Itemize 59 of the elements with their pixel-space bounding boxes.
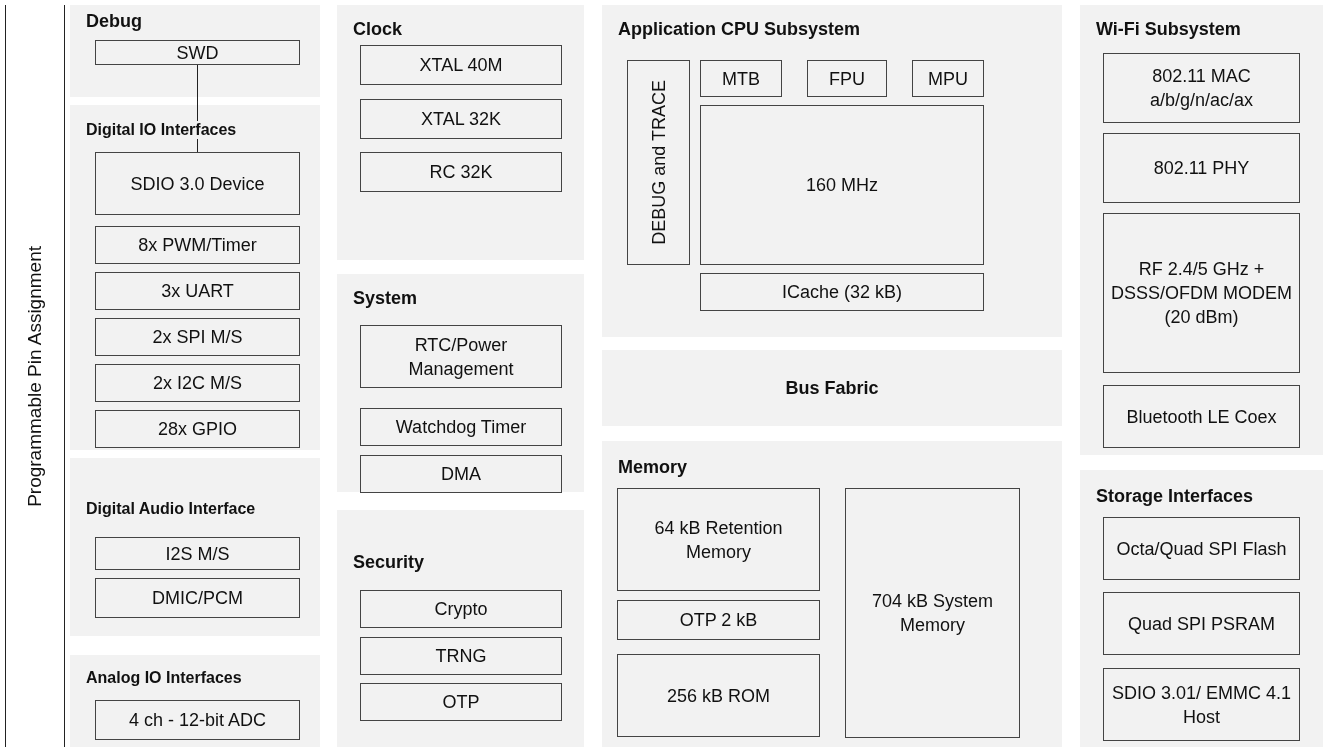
component-block: 8x PWM/Timer [95, 226, 300, 264]
subsystem-panel [1080, 5, 1323, 455]
component-block: MPU [912, 60, 984, 97]
component-block: 704 kB System Memory [845, 488, 1020, 738]
bus-panel: Bus Fabric [602, 350, 1062, 426]
component-block: Quad SPI PSRAM [1103, 592, 1300, 655]
subsystem-panel [337, 5, 584, 260]
component-block: DMIC/PCM [95, 578, 300, 618]
subsystem-panel [70, 655, 320, 747]
panel-title: Debug [84, 11, 144, 32]
subsystem-panel [1080, 470, 1323, 747]
component-block: ICache (32 kB) [700, 273, 984, 311]
component-block: XTAL 40M [360, 45, 562, 85]
panel-title: Digital IO Interfaces [84, 121, 239, 139]
component-block [627, 60, 690, 265]
component-block: Octa/Quad SPI Flash [1103, 517, 1300, 580]
component-block: 2x SPI M/S [95, 318, 300, 356]
subsystem-panel [70, 458, 320, 636]
pin-assignment-band [5, 5, 65, 747]
subsystem-panel [70, 105, 320, 450]
component-block: RC 32K [360, 152, 562, 192]
panel-title: Wi-Fi Subsystem [1094, 19, 1243, 40]
component-block: RTC/Power Management [360, 325, 562, 388]
component-block: 64 kB Retention Memory [617, 488, 820, 591]
subsystem-panel [602, 5, 1062, 337]
component-block: Bluetooth LE Coex [1103, 385, 1300, 448]
block-label: DEBUG and TRACE [647, 80, 670, 245]
component-block: FPU [807, 60, 887, 97]
component-block: DMA [360, 455, 562, 493]
component-block: TRNG [360, 637, 562, 675]
component-block: 802.11 PHY [1103, 133, 1300, 203]
component-block: 802.11 MAC a/b/g/n/ac/ax [1103, 53, 1300, 123]
panel-title: Analog IO Interfaces [84, 669, 244, 687]
subsystem-panel [602, 441, 1062, 747]
component-block: SWD [95, 40, 300, 65]
subsystem-panel [337, 510, 584, 747]
component-block: 4 ch - 12-bit ADC [95, 700, 300, 740]
component-block: 256 kB ROM [617, 654, 820, 737]
component-block: MTB [700, 60, 782, 97]
panel-title: Digital Audio Interface [84, 500, 258, 518]
component-block: SDIO 3.01/ EMMC 4.1 Host [1103, 668, 1300, 741]
component-block: 3x UART [95, 272, 300, 310]
component-block: SDIO 3.0 Device [95, 152, 300, 215]
component-block: 28x GPIO [95, 410, 300, 448]
panel-title: Memory [616, 457, 690, 478]
panel-title: Security [351, 552, 427, 573]
component-block: Crypto [360, 590, 562, 628]
component-block: 160 MHz [700, 105, 984, 265]
component-block: 2x I2C M/S [95, 364, 300, 402]
component-block: Watchdog Timer [360, 408, 562, 446]
component-block: I2S M/S [95, 537, 300, 570]
subsystem-panel [70, 5, 320, 97]
component-block: XTAL 32K [360, 99, 562, 139]
band-label: Programmable Pin Assignment [24, 245, 46, 507]
subsystem-panel [337, 274, 584, 492]
component-block: OTP [360, 683, 562, 721]
panel-title: Storage Interfaces [1094, 486, 1256, 507]
component-block: RF 2.4/5 GHz + DSSS/OFDM MODEM (20 dBm) [1103, 213, 1300, 373]
component-block: OTP 2 kB [617, 600, 820, 640]
